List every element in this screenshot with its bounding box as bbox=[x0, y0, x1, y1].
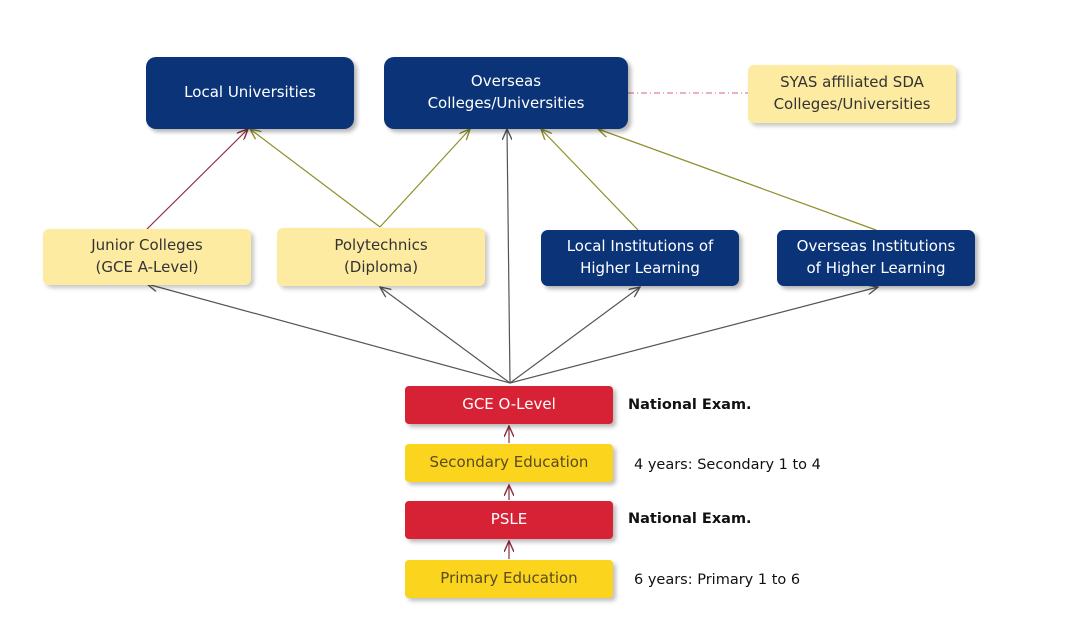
node-psle: PSLE bbox=[405, 501, 613, 539]
node-overseas-colleges: Overseas Colleges/Universities bbox=[384, 57, 628, 129]
node-secondary-education: Secondary Education bbox=[405, 444, 613, 482]
node-local-universities: Local Universities bbox=[146, 57, 354, 129]
arrow-local-institutions-to-overseas-colleges bbox=[541, 129, 639, 231]
note-o-level-national-exam: National Exam. bbox=[628, 397, 752, 413]
node-primary-education: Primary Education bbox=[405, 560, 613, 598]
arrow-olevel-to-local-institutions bbox=[509, 287, 640, 384]
arrow-olevel-to-overseas-institutions bbox=[509, 287, 878, 384]
note-secondary-duration: 4 years: Secondary 1 to 4 bbox=[634, 457, 821, 473]
arrow-olevel-to-junior-colleges bbox=[147, 284, 511, 384]
arrow-overseas-institutions-to-overseas-colleges bbox=[598, 129, 877, 231]
arrow-olevel-to-overseas-colleges bbox=[507, 129, 510, 384]
arrow-olevel-to-polytechnics bbox=[380, 287, 511, 384]
node-gce-o-level: GCE O-Level bbox=[405, 386, 613, 424]
note-primary-duration: 6 years: Primary 1 to 6 bbox=[634, 572, 801, 588]
node-junior-colleges: Junior Colleges (GCE A-Level) bbox=[43, 229, 251, 285]
node-local-institutions: Local Institutions of Higher Learning bbox=[541, 230, 739, 286]
arrow-polytechnics-to-overseas-colleges bbox=[379, 129, 470, 228]
node-syas-affiliated: SYAS affiliated SDA Colleges/Universitie… bbox=[748, 65, 956, 123]
arrow-junior-colleges-to-local-universities bbox=[146, 129, 248, 230]
arrow-polytechnics-to-local-universities bbox=[250, 129, 381, 228]
note-psle-national-exam: National Exam. bbox=[628, 511, 752, 527]
node-overseas-institutions: Overseas Institutions of Higher Learning bbox=[777, 230, 975, 286]
node-polytechnics: Polytechnics (Diploma) bbox=[277, 228, 485, 286]
